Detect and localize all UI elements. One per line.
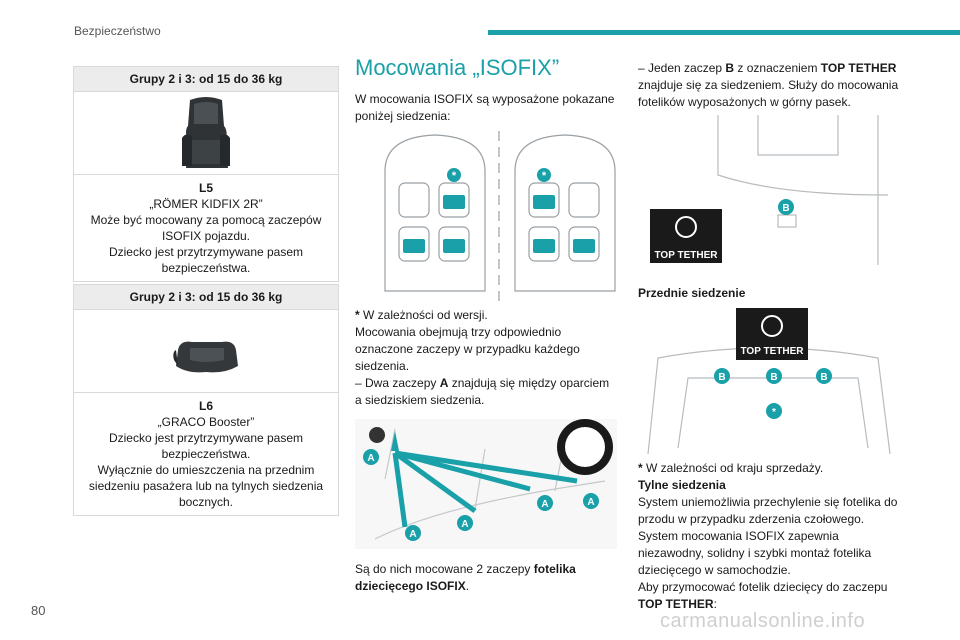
bullet-a-text: znajdują się między oparciem a siedziski… (355, 376, 610, 407)
seat-code: L6 (198, 399, 213, 413)
rear-text: System uniemożliwia przechylenie się fot… (638, 495, 898, 526)
tether-label: B (782, 203, 789, 214)
attach-text: : (713, 597, 717, 611)
attach-bold: TOP TETHER (638, 597, 714, 611)
anchor-label: A (461, 519, 468, 530)
bullet-b-text: – Jeden zaczep (638, 61, 726, 75)
isofix-anchor-diagram: A A A A A (355, 419, 617, 549)
seat-description: Dziecko jest przytrzymywane pasem bezpie… (108, 431, 304, 461)
seat-description: Wyłącznie do umieszczenia na przednim si… (88, 463, 324, 509)
note-star: * (355, 308, 360, 322)
seat-box-l5: Grupy 2 i 3: od 15 do 36 kg L5 „RÖMER KI… (73, 66, 339, 282)
tether-label: B (820, 372, 827, 383)
page-number: 80 (31, 603, 46, 618)
seat-description: Może być mocowany za pomocą zaczepów ISO… (90, 213, 322, 243)
bullet-b-text: z oznaczeniem (734, 61, 821, 75)
note-star: * (638, 461, 643, 475)
intro-text: W mocowania ISOFIX są wyposażone pokazan… (355, 92, 615, 123)
para-anchors: Mocowania obejmują trzy odpowiednio ozna… (355, 325, 580, 373)
tether-label: B (770, 372, 777, 383)
tether-label: B (718, 372, 725, 383)
anchor-label: A (367, 453, 374, 464)
star-label: * (452, 170, 457, 182)
seat-description: Dziecko jest przytrzymywane pasem bezpie… (108, 245, 304, 275)
seat-box-l6: Grupy 2 i 3: od 15 do 36 kg L6 „GRACO Bo… (73, 284, 339, 516)
seat-name: „GRACO Booster” (157, 415, 255, 429)
attach-text: . (465, 579, 470, 593)
attach-bold: fotelika dziecięcego ISOFIX (355, 562, 576, 593)
bullet-b-bold: TOP TETHER (820, 61, 897, 75)
car-seat-diagram: * * (355, 131, 617, 301)
top-tether-badge-text: TOP TETHER (741, 346, 805, 357)
top-tether-badge-text: TOP TETHER (655, 250, 719, 261)
isofix-section: Mocowania „ISOFIX” W mocowania ISOFIX są… (355, 55, 617, 595)
seat-code: L5 (198, 181, 213, 195)
section-title: Mocowania „ISOFIX” (355, 55, 560, 80)
star-label: * (772, 407, 776, 418)
top-tether-section: – Jeden zaczep B z oznaczeniem TOP TETHE… (638, 60, 900, 613)
anchor-label: A (587, 497, 594, 508)
attach-text: Są do nich mocowane 2 zaczepy (355, 562, 534, 576)
section-label: Bezpieczeństwo (74, 24, 161, 38)
child-seat-highback-image (74, 92, 338, 175)
seat-box-title: Grupy 2 i 3: od 15 do 36 kg (74, 285, 338, 310)
front-seat-heading: Przednie siedzenie (638, 286, 746, 300)
anchor-label: A (409, 529, 416, 540)
booster-seat-image (74, 310, 338, 393)
top-tether-diagram: B TOP TETHER (638, 115, 900, 275)
front-seat-tether-diagram: TOP TETHER B B B * (638, 308, 900, 455)
watermark: carmanualsonline.info (660, 610, 866, 632)
bullet-a-letter: A (439, 376, 449, 390)
bullet-b-letter: B (725, 61, 735, 75)
note-text: W zależności od kraju sprzedaży. (642, 461, 824, 475)
bullet-a-text: – Dwa zaczepy (355, 376, 440, 390)
header-accent-bar (488, 30, 960, 35)
rear-seats-heading: Tylne siedzenia (638, 478, 726, 492)
attach-text: Aby przymocować fotelik dziecięcy do zac… (638, 580, 888, 594)
note-text: W zależności od wersji. (359, 308, 488, 322)
anchor-label: A (541, 499, 548, 510)
system-text: System mocowania ISOFIX zapewnia niezawo… (638, 529, 872, 577)
star-label: * (542, 170, 547, 182)
bullet-b-text: znajduje się za siedzeniem. Służy do moc… (638, 78, 899, 109)
seat-name: „RÖMER KIDFIX 2R” (149, 197, 263, 211)
seat-box-title: Grupy 2 i 3: od 15 do 36 kg (74, 67, 338, 92)
